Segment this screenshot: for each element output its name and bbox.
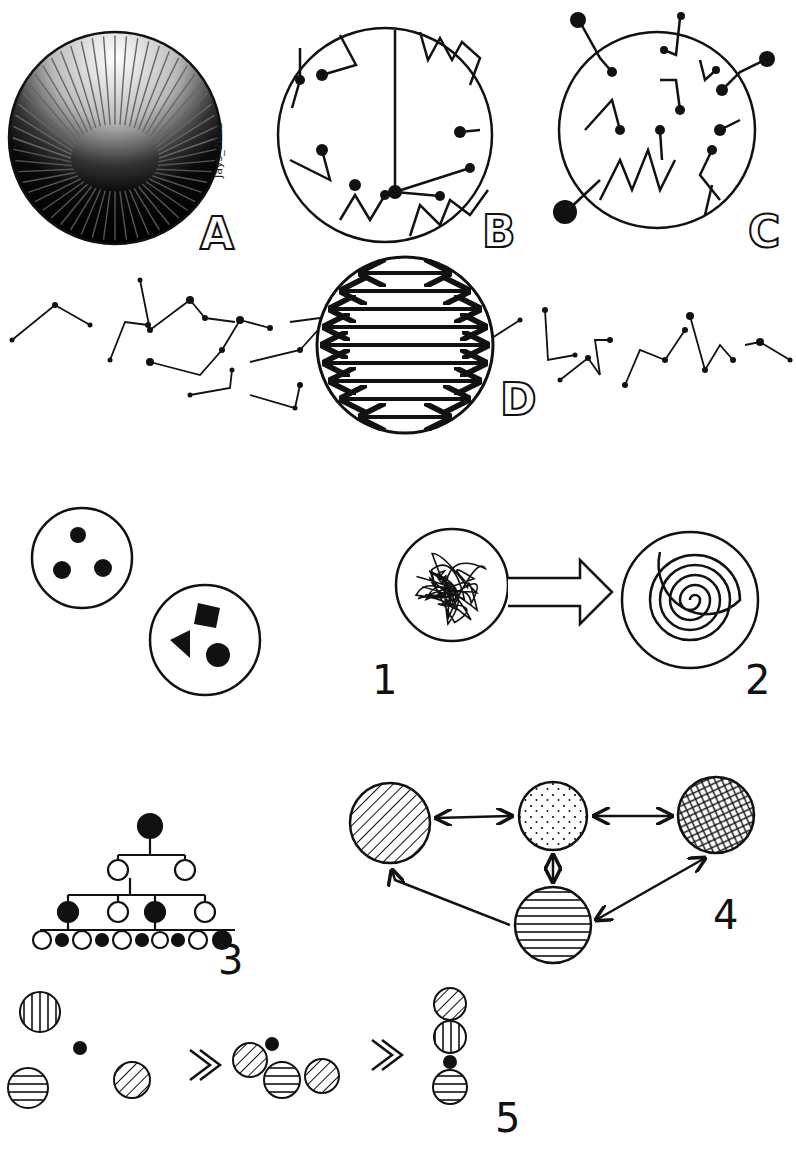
hatch-line (158, 115, 214, 150)
tree-3 (33, 814, 235, 949)
network-4 (350, 777, 754, 963)
circle-d (317, 257, 493, 433)
hatch-line (120, 37, 126, 124)
hatch-line (92, 39, 105, 125)
signature: Jays_2022 (213, 122, 224, 178)
double-arrow (360, 415, 449, 419)
dots-c (553, 12, 775, 224)
hatch-line (29, 176, 78, 192)
dots-b (295, 69, 475, 201)
hatch-line (158, 161, 214, 166)
figure-number: 5 (495, 1098, 520, 1138)
figure-letter: D (500, 378, 537, 422)
double-arrow (331, 379, 480, 383)
hatch-line (13, 138, 70, 158)
hatch-line (120, 192, 126, 239)
double-arrow (360, 271, 449, 275)
hatch-line (147, 182, 188, 210)
double-arrow (325, 361, 485, 365)
assembly-5 (8, 988, 467, 1108)
hatch-line (159, 127, 216, 155)
double-arrow (325, 325, 485, 329)
hatch-line (52, 58, 88, 131)
hatch-line (71, 189, 96, 230)
circle-c (559, 18, 765, 228)
hatch-line (16, 161, 72, 166)
hatch-line (81, 42, 100, 126)
hatch-line (23, 173, 75, 183)
hatch-line (130, 190, 149, 234)
double-arrow (342, 397, 469, 401)
hatch-line (92, 191, 105, 237)
order-2 (396, 529, 758, 668)
hatch-line (125, 39, 138, 125)
hatch-line (139, 52, 169, 130)
hatch-line (114, 36, 115, 124)
cells-1 (32, 508, 260, 695)
double-arrow (331, 307, 480, 311)
circle-b (278, 28, 492, 242)
hatch-line (114, 192, 115, 240)
hatch-line (19, 169, 73, 171)
hatch-line (143, 58, 179, 131)
figure-number: 4 (713, 895, 738, 935)
scribble (416, 553, 485, 623)
hatch-line (125, 191, 138, 237)
double-arrow (323, 343, 487, 347)
sphere-a (9, 32, 221, 244)
hatch-line (139, 187, 169, 225)
hatch-line (43, 182, 84, 210)
hatch-line (43, 66, 84, 134)
figure-letter: C (748, 210, 780, 254)
hatch-line (157, 104, 211, 146)
hatch-line (157, 169, 211, 171)
figure-number: 1 (372, 660, 397, 700)
hatch-line (104, 192, 110, 239)
hatch-line (159, 149, 216, 161)
figure-letter: B (482, 210, 516, 254)
figure-number: 3 (218, 940, 243, 980)
figure-number: 2 (745, 660, 770, 700)
hatch-line (104, 37, 110, 124)
hatch-line (155, 173, 207, 183)
double-arrow (342, 289, 469, 293)
figure-letter: A (200, 212, 234, 256)
